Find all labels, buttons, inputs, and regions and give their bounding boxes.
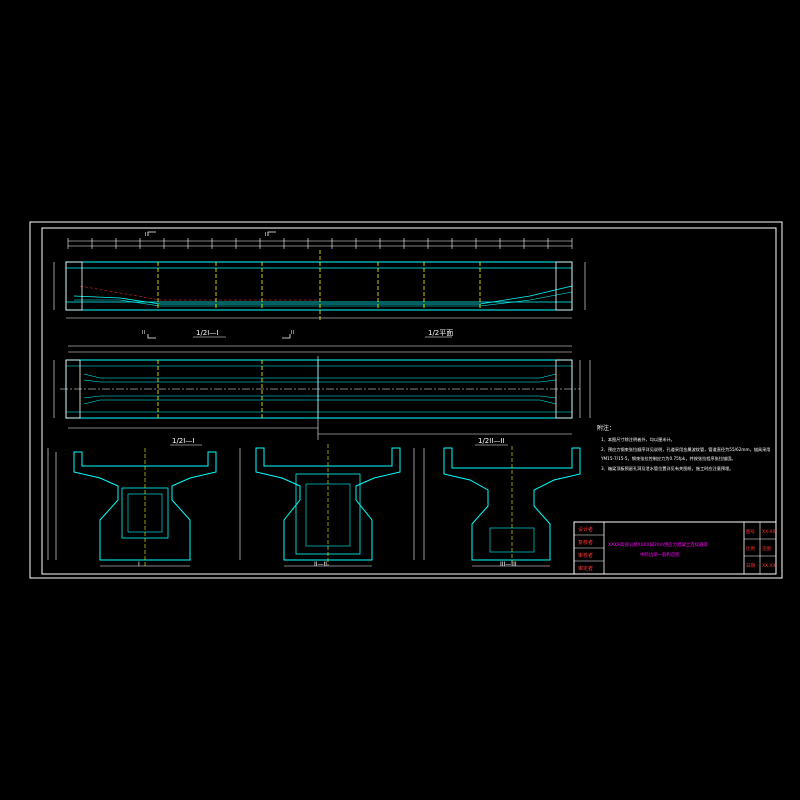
title-block-right-label: 日期 <box>746 563 755 569</box>
title-block-right-value: XX-XX <box>762 529 776 535</box>
elevation-view <box>53 238 586 322</box>
notes-heading: 附注： <box>597 424 615 432</box>
view-title-section-1: 1/2I—I <box>172 437 194 445</box>
section-marker-i-right: I <box>265 231 276 238</box>
view-label-section-3: III—III <box>500 561 517 568</box>
outer-sheet-border <box>29 221 783 579</box>
title-block-right-value: XX.XX <box>762 563 776 569</box>
title-block-label: 审定者 <box>578 565 593 572</box>
section-marker-label: II <box>142 330 145 336</box>
section-marker-label: I <box>145 232 146 238</box>
title-block: 设计者 复核者 审核者 审定者 XXXX高速公路XXXX段20m预应力混凝土连续… <box>573 521 777 575</box>
title-block-right-value: 见图 <box>762 546 771 552</box>
drawing-title-line-1: XXXX高速公路XXXX段20m预应力混凝土连续箱梁 <box>608 541 708 548</box>
cross-section-1 <box>47 448 217 567</box>
section-marker-ii-right: II <box>282 330 294 339</box>
title-block-right-label: 比例 <box>746 545 755 552</box>
inner-sheet-border <box>41 227 777 575</box>
note-line: 2、预应力钢束张拉顺序详见说明，孔道采用金属波纹管，管道直径为55/62mm，锚… <box>601 446 770 453</box>
title-block-label: 复核者 <box>578 539 593 546</box>
view-title-section-3: 1/2II—II <box>478 437 505 445</box>
general-notes: 附注： 1、本图尺寸除注明者外，均以厘米计。 2、预应力钢束张拉顺序详见说明，孔… <box>597 424 770 472</box>
cross-section-3 <box>413 446 581 567</box>
plan-view <box>53 345 591 440</box>
drawing-title-line-2: 中跨边梁一般构造图 <box>640 551 680 558</box>
section-marker-i-left: I <box>145 231 156 238</box>
section-marker-ii-left: II <box>142 330 156 339</box>
title-block-label: 设计者 <box>578 526 593 533</box>
view-label-section-2: II—II <box>314 561 327 568</box>
section-marker-label: I <box>265 232 266 238</box>
note-line: 3、箱梁顶板预留孔洞及泄水管位置详见有关图纸，施工时应注意预埋。 <box>601 465 733 472</box>
cross-section-2 <box>239 444 401 567</box>
view-title-half-elevation: 1/2I—I <box>196 329 218 337</box>
note-line: 1、本图尺寸除注明者外，均以厘米计。 <box>601 436 675 443</box>
view-label-section-1: I <box>138 561 140 568</box>
note-line: YM15-7/15-5，钢束张拉控制应力为0.75fpk，并按张拉程序张拉锚固。 <box>600 455 736 462</box>
title-block-label: 审核者 <box>578 552 593 559</box>
title-block-right-label: 图号 <box>746 529 755 535</box>
section-marker-label: II <box>291 330 294 336</box>
view-title-half-plan: 1/2平面 <box>428 329 453 337</box>
